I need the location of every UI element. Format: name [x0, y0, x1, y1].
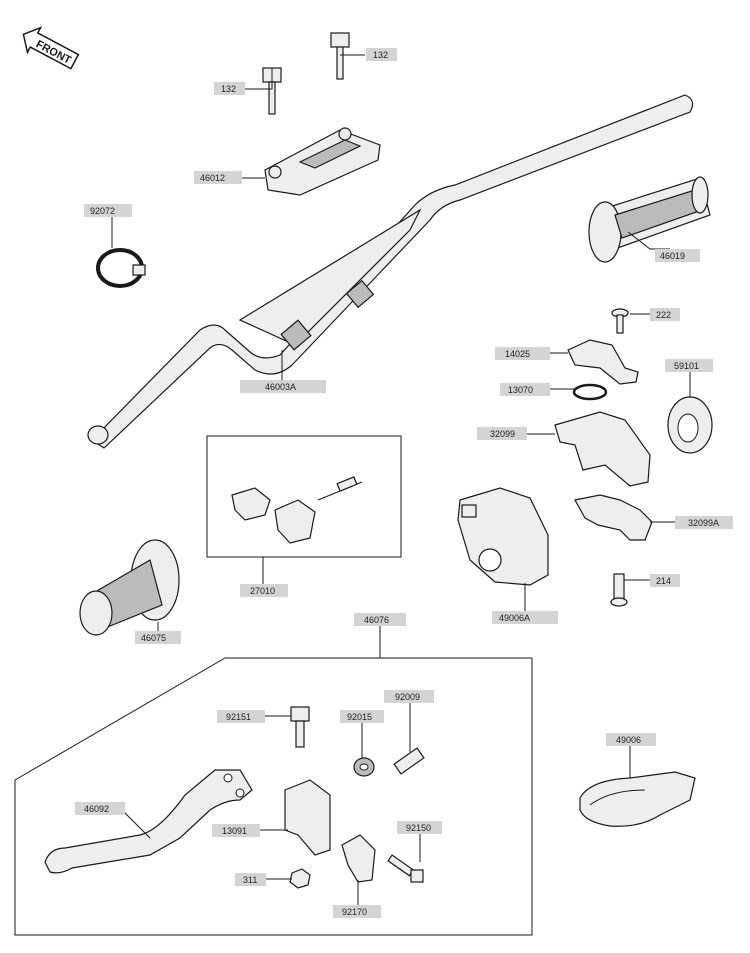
callout-14025: 14025	[495, 347, 550, 360]
front-arrow-badge: FRONT	[22, 26, 80, 70]
callout-32099A: 32099A	[675, 516, 733, 529]
svg-text:13091: 13091	[222, 826, 247, 836]
svg-text:32099A: 32099A	[688, 518, 719, 528]
throttle-housing-upper	[554, 411, 651, 487]
callout-46003A: 46003A	[240, 380, 326, 393]
lever-cover	[579, 771, 696, 827]
callout-49006: 49006	[606, 733, 656, 746]
switch-assembly-frame	[206, 435, 402, 558]
callout-49006A: 49006A	[492, 611, 558, 624]
callout-214: 214	[650, 574, 680, 587]
nut-311	[289, 868, 311, 889]
left-grip	[79, 539, 180, 636]
svg-text:46076: 46076	[364, 615, 389, 625]
lever-holder	[284, 779, 331, 856]
callout-46076: 46076	[354, 613, 406, 626]
callout-92009: 92009	[384, 690, 434, 703]
callout-46019: 46019	[655, 249, 700, 262]
svg-text:49006A: 49006A	[499, 613, 530, 623]
svg-text:46075: 46075	[141, 633, 166, 643]
lever-assembly-frame	[14, 657, 533, 936]
svg-text:92170: 92170	[342, 907, 367, 917]
throttle-grip	[588, 176, 711, 263]
svg-text:214: 214	[656, 576, 671, 586]
callout-32099: 32099	[477, 427, 527, 440]
svg-text:132: 132	[373, 50, 388, 60]
callout-132a: 132	[214, 82, 245, 95]
bolt-214	[610, 573, 628, 607]
washer-92015	[353, 757, 375, 777]
svg-text:46012: 46012	[200, 173, 225, 183]
callout-46012: 46012	[194, 171, 242, 184]
svg-text:59101: 59101	[674, 361, 699, 371]
callout-46075: 46075	[135, 631, 181, 644]
callout-92150: 92150	[397, 821, 442, 834]
throttle-housing-lower	[574, 494, 653, 541]
bolt-92151	[290, 706, 310, 748]
callout-46092: 46092	[75, 802, 125, 815]
handlebar	[87, 94, 694, 449]
svg-text:46003A: 46003A	[265, 382, 296, 392]
clutch-lever	[44, 769, 253, 874]
svg-text:13070: 13070	[508, 385, 533, 395]
callout-27010: 27010	[240, 584, 288, 597]
callout-311: 311	[235, 873, 266, 886]
callout-222: 222	[650, 308, 680, 321]
svg-text:92072: 92072	[90, 206, 115, 216]
throttle-cover	[457, 487, 549, 586]
svg-text:92015: 92015	[347, 712, 372, 722]
adjuster-92009	[393, 747, 425, 775]
callout-132b: 132	[366, 48, 397, 61]
callout-92170: 92170	[333, 905, 381, 918]
callout-59101: 59101	[665, 359, 713, 372]
callout-labels: 132 132 46012 92072 46019 222 14025 130	[75, 48, 733, 918]
clamp-band	[96, 248, 146, 288]
svg-text:14025: 14025	[505, 349, 530, 359]
bolt-132-right	[330, 32, 350, 80]
svg-text:92150: 92150	[406, 823, 431, 833]
callout-92072: 92072	[84, 204, 132, 217]
svg-text:132: 132	[221, 84, 236, 94]
svg-text:49006: 49006	[616, 735, 641, 745]
svg-text:311: 311	[243, 875, 257, 885]
svg-text:92009: 92009	[395, 692, 420, 702]
svg-text:32099: 32099	[490, 429, 515, 439]
svg-text:27010: 27010	[250, 586, 275, 596]
cable-guide	[667, 396, 713, 454]
clamp-92170	[341, 834, 376, 883]
svg-text:92151: 92151	[226, 712, 251, 722]
callout-92015: 92015	[340, 710, 384, 723]
callout-92151: 92151	[217, 710, 265, 723]
bolt-92150	[387, 854, 424, 883]
callout-13070: 13070	[500, 383, 550, 396]
svg-text:46092: 46092	[84, 804, 109, 814]
screw-222	[611, 308, 629, 334]
plate-14025	[567, 339, 639, 385]
handlebar-holder	[264, 127, 381, 196]
callout-13091: 13091	[212, 824, 260, 837]
svg-text:222: 222	[656, 310, 671, 320]
clamp-13070	[572, 383, 608, 401]
kill-switch	[231, 476, 363, 544]
svg-text:46019: 46019	[660, 251, 685, 261]
